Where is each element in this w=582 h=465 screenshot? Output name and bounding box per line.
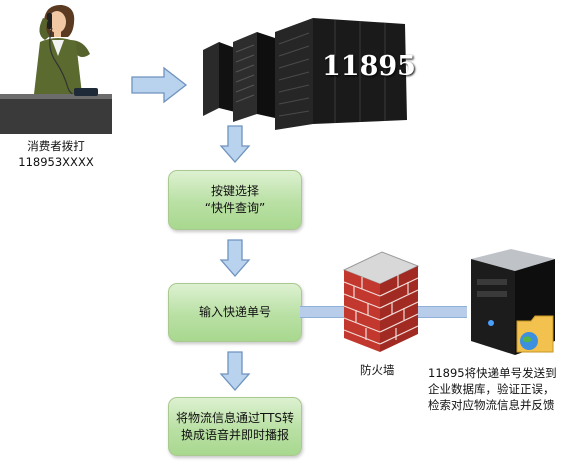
connector-line: [415, 306, 467, 318]
enterprise-server-line2: 企业数据库，验证正误，: [428, 382, 555, 396]
server-racks-illustration: [203, 18, 407, 130]
enterprise-server-label: 11895将快递单号发送到 企业数据库，验证正误， 检索对应物流信息并反馈: [428, 365, 557, 413]
step-tts-broadcast-line1: 将物流信息通过TTS转: [175, 410, 295, 425]
firewall-label: 防火墙: [360, 363, 395, 377]
down-arrow-icon: [219, 125, 251, 163]
caller-label-line2: 118953XXXX: [18, 155, 94, 169]
down-arrow-icon: [219, 239, 251, 277]
firewall-icon: [342, 251, 420, 352]
step-tts-broadcast: 将物流信息通过TTS转 换成语音并即时播报: [168, 397, 302, 456]
enterprise-server-line1: 11895将快递单号发送到: [428, 366, 557, 380]
step-enter-tracking-line1: 输入快递单号: [198, 305, 271, 319]
server-room-label: 11895: [322, 51, 416, 82]
step-key-select-line2: “快件查询”: [204, 201, 266, 215]
database-server-icon: [471, 249, 555, 355]
caller-illustration: [0, 4, 112, 134]
step-key-select-line1: 按键选择: [210, 184, 259, 198]
caller-label-line1: 消费者拨打: [27, 139, 85, 153]
step-key-select: 按键选择 “快件查询”: [168, 170, 302, 230]
right-arrow-icon: [131, 66, 188, 104]
connector-line: [300, 306, 345, 318]
enterprise-server-line3: 检索对应物流信息并反馈: [428, 398, 555, 412]
step-tts-broadcast-line2: 换成语音并即时播报: [180, 427, 289, 442]
step-enter-tracking: 输入快递单号: [168, 283, 302, 342]
caller-label: 消费者拨打 118953XXXX: [0, 138, 112, 170]
down-arrow-icon: [219, 351, 251, 391]
